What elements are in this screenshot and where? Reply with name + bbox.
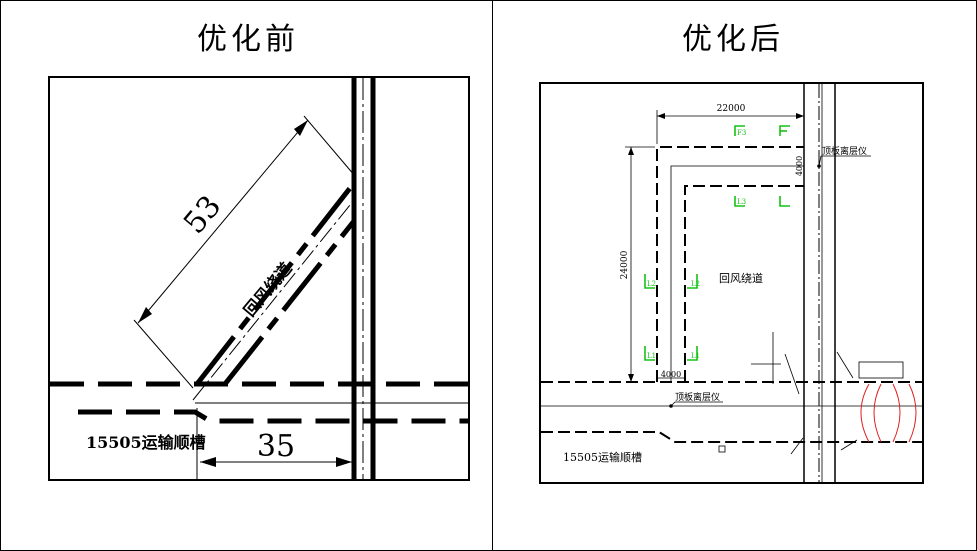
arrowhead-53-b	[294, 120, 308, 136]
marker-label-l1-right: L1	[691, 352, 700, 360]
instrument-top-label: 顶板离层仪	[822, 145, 867, 157]
bypass-centerline	[670, 165, 804, 382]
equipment-box	[858, 361, 904, 379]
red-support-arcs	[860, 383, 917, 443]
dimension-label-4000-right: 4000	[795, 156, 804, 176]
marker-label-l2-left: L2	[647, 280, 656, 288]
extension-line-53-b	[303, 115, 356, 177]
bypass-inner-wall	[684, 185, 804, 382]
support-arc-1	[860, 383, 870, 443]
bypass-label: 回风绕道	[719, 271, 763, 285]
arrow-24000-b	[628, 374, 634, 382]
bypass-lower-wall	[223, 219, 356, 386]
marker-label-l2-right: L2	[691, 280, 700, 288]
marker-l1-right-shape	[687, 346, 698, 361]
arrowhead-53-a	[138, 307, 152, 323]
marker-l-shape	[779, 196, 790, 207]
monitoring-markers	[644, 125, 790, 361]
arrow-22000-b	[796, 113, 804, 119]
dimension-label-35: 35	[257, 429, 295, 464]
junction-tick-4	[840, 439, 858, 451]
extension-line-53-a	[133, 319, 194, 389]
before-panel: 53 回风绕道 35 15505运输顺槽	[48, 76, 470, 481]
arrowhead-35-b	[336, 457, 352, 467]
support-arc-2	[873, 383, 882, 443]
marker-f3-shape	[734, 125, 745, 136]
marker-l2-left-shape	[644, 274, 655, 289]
trough-label: 15505运输顺槽	[563, 450, 642, 464]
small-box	[718, 445, 726, 453]
junction-tick-2	[790, 437, 804, 455]
arrow-24000-a	[628, 147, 634, 155]
bypass-centerline	[192, 199, 355, 401]
bypass-outer-wall	[656, 146, 804, 382]
marker-label-l1-left: L1	[647, 352, 656, 360]
dimension-label-24000: 24000	[620, 250, 630, 279]
marker-label-l3: L3	[737, 198, 746, 206]
instrument-top-marker	[817, 164, 821, 168]
junction-tick-3	[836, 351, 854, 379]
arrow-22000-a	[657, 113, 665, 119]
after-diagram: 22000 24000 4000 4000 顶板离层仪 顶板离层仪 回风绕道 1…	[541, 84, 922, 482]
bypass-upper-wall	[195, 181, 356, 386]
marker-l1-left-shape	[644, 346, 655, 361]
instrument-bottom-marker	[669, 404, 673, 408]
marker-f-shape	[779, 125, 790, 136]
heading-before: 优化前	[197, 22, 299, 57]
marker-l2-right-shape	[687, 274, 698, 289]
dimension-label-22000: 22000	[717, 104, 746, 114]
before-diagram: 53 回风绕道 35 15505运输顺槽	[50, 78, 468, 479]
arrowhead-35-a	[200, 457, 216, 467]
support-arc-4	[908, 383, 917, 443]
trough-lower-wall	[541, 431, 922, 443]
marker-l3-shape	[734, 196, 745, 207]
bypass-label: 回风绕道	[240, 259, 296, 320]
heading-after: 优化后	[682, 22, 784, 57]
trough-label: 15505运输顺槽	[86, 433, 206, 452]
marker-labels: F3 L3 L2 L2 L1 L1	[647, 129, 746, 360]
marker-label-f3: F3	[737, 129, 746, 137]
junction-tick-1	[784, 353, 800, 395]
instrument-bottom-label: 顶板离层仪	[675, 391, 720, 403]
trough-lower-wall	[78, 409, 468, 424]
after-panel: 22000 24000 4000 4000 顶板离层仪 顶板离层仪 回风绕道 1…	[539, 82, 924, 484]
dimension-label-4000-bottom: 4000	[661, 370, 681, 379]
dimension-label-53: 53	[177, 189, 228, 241]
support-arc-3	[892, 383, 901, 443]
panel-divider	[492, 0, 493, 551]
dimension-line-53	[137, 119, 309, 324]
